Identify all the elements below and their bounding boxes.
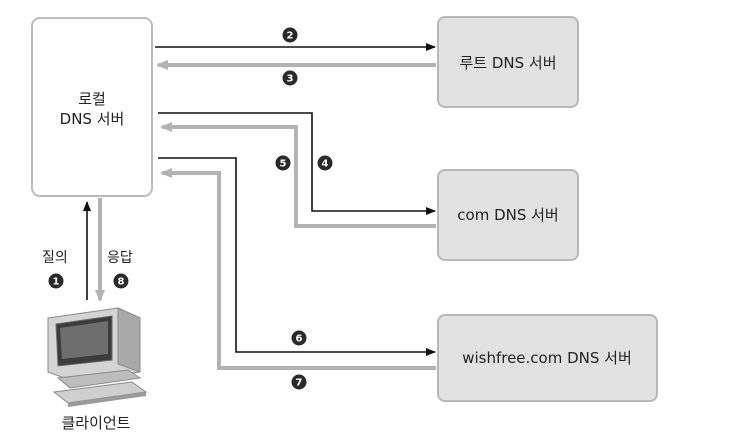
local-dns-server: 로컬 DNS 서버 [31,17,153,197]
step-4-marker: 4 [317,155,333,171]
svg-text:7: 7 [296,378,303,389]
step-3-marker: 3 [282,70,298,86]
svg-text:3: 3 [287,74,294,85]
step-6-marker: 6 [291,330,307,346]
arrow-request-com [158,112,436,215]
svg-text:1: 1 [53,277,60,288]
client-computer-icon [47,307,148,407]
com-dns-label: com DNS 서버 [457,206,558,224]
root-dns-label: 루트 DNS 서버 [459,54,556,72]
wishfree-dns-server: wishfree.com DNS 서버 [437,314,658,402]
step-7-marker: 7 [291,374,307,390]
root-dns-server: 루트 DNS 서버 [437,16,579,108]
arrow-response-com [160,122,436,228]
local-dns-label-line2: DNS 서버 [60,110,125,128]
client-label: 클라이언트 [61,414,130,432]
step-2-marker: 2 [282,27,298,43]
arrow-response-wishfree [160,168,436,370]
svg-text:6: 6 [296,334,303,345]
query-label: 질의 [42,250,68,266]
com-dns-server: com DNS 서버 [437,169,579,261]
response-label: 응답 [107,250,133,266]
arrow-request-wishfree [158,157,436,356]
svg-text:8: 8 [118,277,125,288]
svg-text:4: 4 [322,159,329,170]
svg-text:2: 2 [287,31,294,42]
step-8-marker: 8 [113,273,129,289]
svg-text:5: 5 [280,159,287,170]
step-1-marker: 1 [48,273,64,289]
step-5-marker: 5 [275,155,291,171]
wishfree-dns-label: wishfree.com DNS 서버 [462,349,632,367]
local-dns-label-line1: 로컬 [78,90,106,108]
